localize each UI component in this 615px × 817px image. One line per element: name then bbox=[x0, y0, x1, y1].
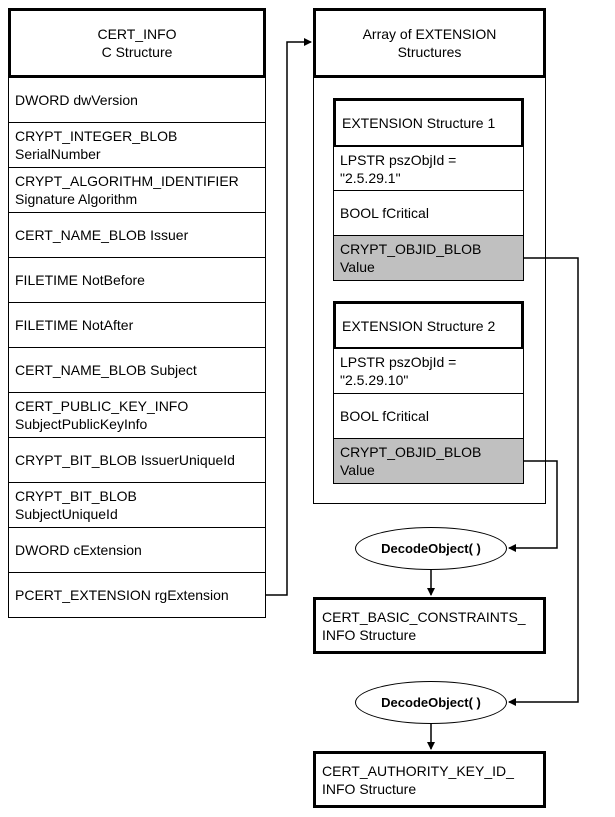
extension-array-subtitle: Structures bbox=[397, 44, 462, 60]
authority-key-id-result: CERT_AUTHORITY_KEY_ID_ INFO Structure bbox=[313, 751, 546, 808]
decode-object-oval-1: DecodeObject( ) bbox=[355, 527, 507, 570]
field-subject: CERT_NAME_BLOB Subject bbox=[8, 347, 266, 393]
cert-info-subtitle: C Structure bbox=[101, 44, 173, 60]
extension-2-objid: LPSTR pszObjId = "2.5.29.10" bbox=[333, 348, 524, 394]
field-rgextension: PCERT_EXTENSION rgExtension bbox=[8, 572, 266, 618]
field-issuer: CERT_NAME_BLOB Issuer bbox=[8, 212, 266, 258]
extension-2-value: CRYPT_OBJID_BLOB Value bbox=[333, 438, 524, 484]
basic-constraints-result: CERT_BASIC_CONSTRAINTS_ INFO Structure bbox=[313, 597, 546, 654]
field-subject-public-key-info: CERT_PUBLIC_KEY_INFO SubjectPublicKeyInf… bbox=[8, 392, 266, 438]
cert-info-header: CERT_INFO C Structure bbox=[8, 8, 266, 78]
field-issuer-unique-id: CRYPT_BIT_BLOB IssuerUniqueId bbox=[8, 437, 266, 483]
connector-value1-to-decode2 bbox=[508, 257, 579, 706]
connector-rgextension-to-array bbox=[266, 38, 312, 596]
extension-1-value: CRYPT_OBJID_BLOB Value bbox=[333, 235, 524, 281]
field-subject-unique-id: CRYPT_BIT_BLOB SubjectUniqueId bbox=[8, 482, 266, 528]
decode-object-oval-2: DecodeObject( ) bbox=[355, 681, 507, 724]
field-cextension: DWORD cExtension bbox=[8, 527, 266, 573]
field-signature-algorithm: CRYPT_ALGORITHM_IDENTIFIER Signature Alg… bbox=[8, 167, 266, 213]
extension-1-objid: LPSTR pszObjId = "2.5.29.1" bbox=[333, 146, 524, 191]
connector-value2-to-decode1 bbox=[508, 460, 558, 552]
extension-array-title: Array of EXTENSION bbox=[362, 26, 497, 42]
field-dwversion: DWORD dwVersion bbox=[8, 77, 266, 123]
cert-info-title: CERT_INFO bbox=[97, 26, 177, 42]
extension-array-header: Array of EXTENSION Structures bbox=[313, 8, 546, 78]
